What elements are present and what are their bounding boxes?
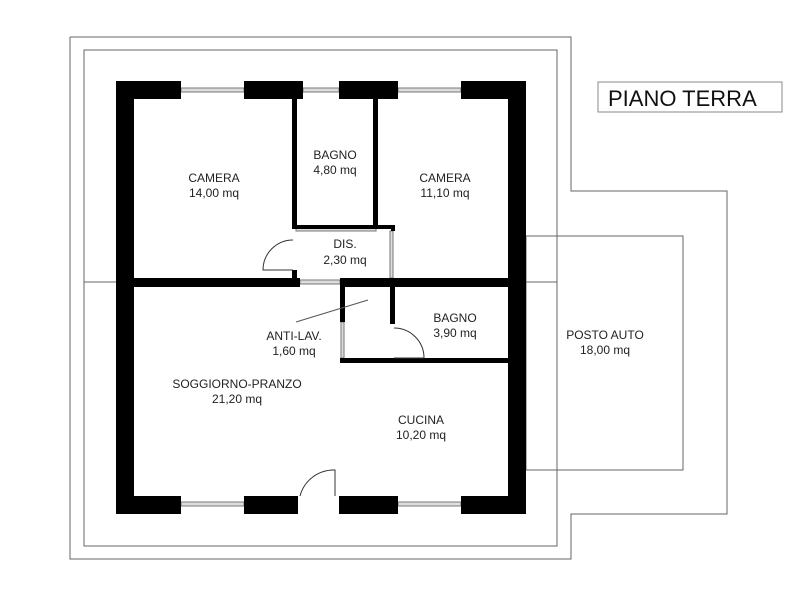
room-area-bagno-2: 3,90 mq bbox=[433, 326, 476, 340]
room-area-posto-auto: 18,00 mq bbox=[580, 343, 630, 357]
room-area-camera-2: 11,10 mq bbox=[420, 186, 469, 200]
room-label-bagno-2: BAGNO bbox=[433, 311, 476, 325]
room-label-soggiorno: SOGGIORNO-PRANZO bbox=[172, 377, 301, 391]
walls bbox=[116, 81, 526, 514]
anti-lav-leader-line bbox=[295, 299, 369, 323]
room-area-dis: 2,30 mq bbox=[323, 253, 366, 267]
room-area-cucina: 10,20 mq bbox=[396, 428, 446, 442]
room-area-bagno-1: 4,80 mq bbox=[313, 163, 356, 177]
site-outline bbox=[69, 36, 728, 560]
title-box bbox=[597, 81, 783, 113]
door-camera[interactable] bbox=[262, 239, 294, 271]
door-bagno[interactable] bbox=[393, 327, 425, 359]
door-entrance[interactable] bbox=[299, 469, 336, 497]
room-area-anti-lav: 1,60 mq bbox=[272, 344, 315, 358]
room-label-bagno-1: BAGNO bbox=[313, 148, 356, 162]
room-label-anti-lav: ANTI-LAV. bbox=[266, 329, 321, 343]
room-label-camera-1: CAMERA bbox=[188, 171, 239, 185]
room-label-posto-auto: POSTO AUTO bbox=[566, 328, 644, 342]
terrace-outline bbox=[83, 49, 558, 547]
room-label-cucina: CUCINA bbox=[398, 413, 444, 427]
room-area-camera-1: 14,00 mq bbox=[189, 186, 239, 200]
plan-title: PIANO TERRA bbox=[608, 86, 757, 111]
room-label-camera-2: CAMERA bbox=[419, 171, 470, 185]
room-area-soggiorno: 21,20 mq bbox=[212, 392, 262, 406]
room-label-dis: DIS. bbox=[333, 237, 356, 251]
